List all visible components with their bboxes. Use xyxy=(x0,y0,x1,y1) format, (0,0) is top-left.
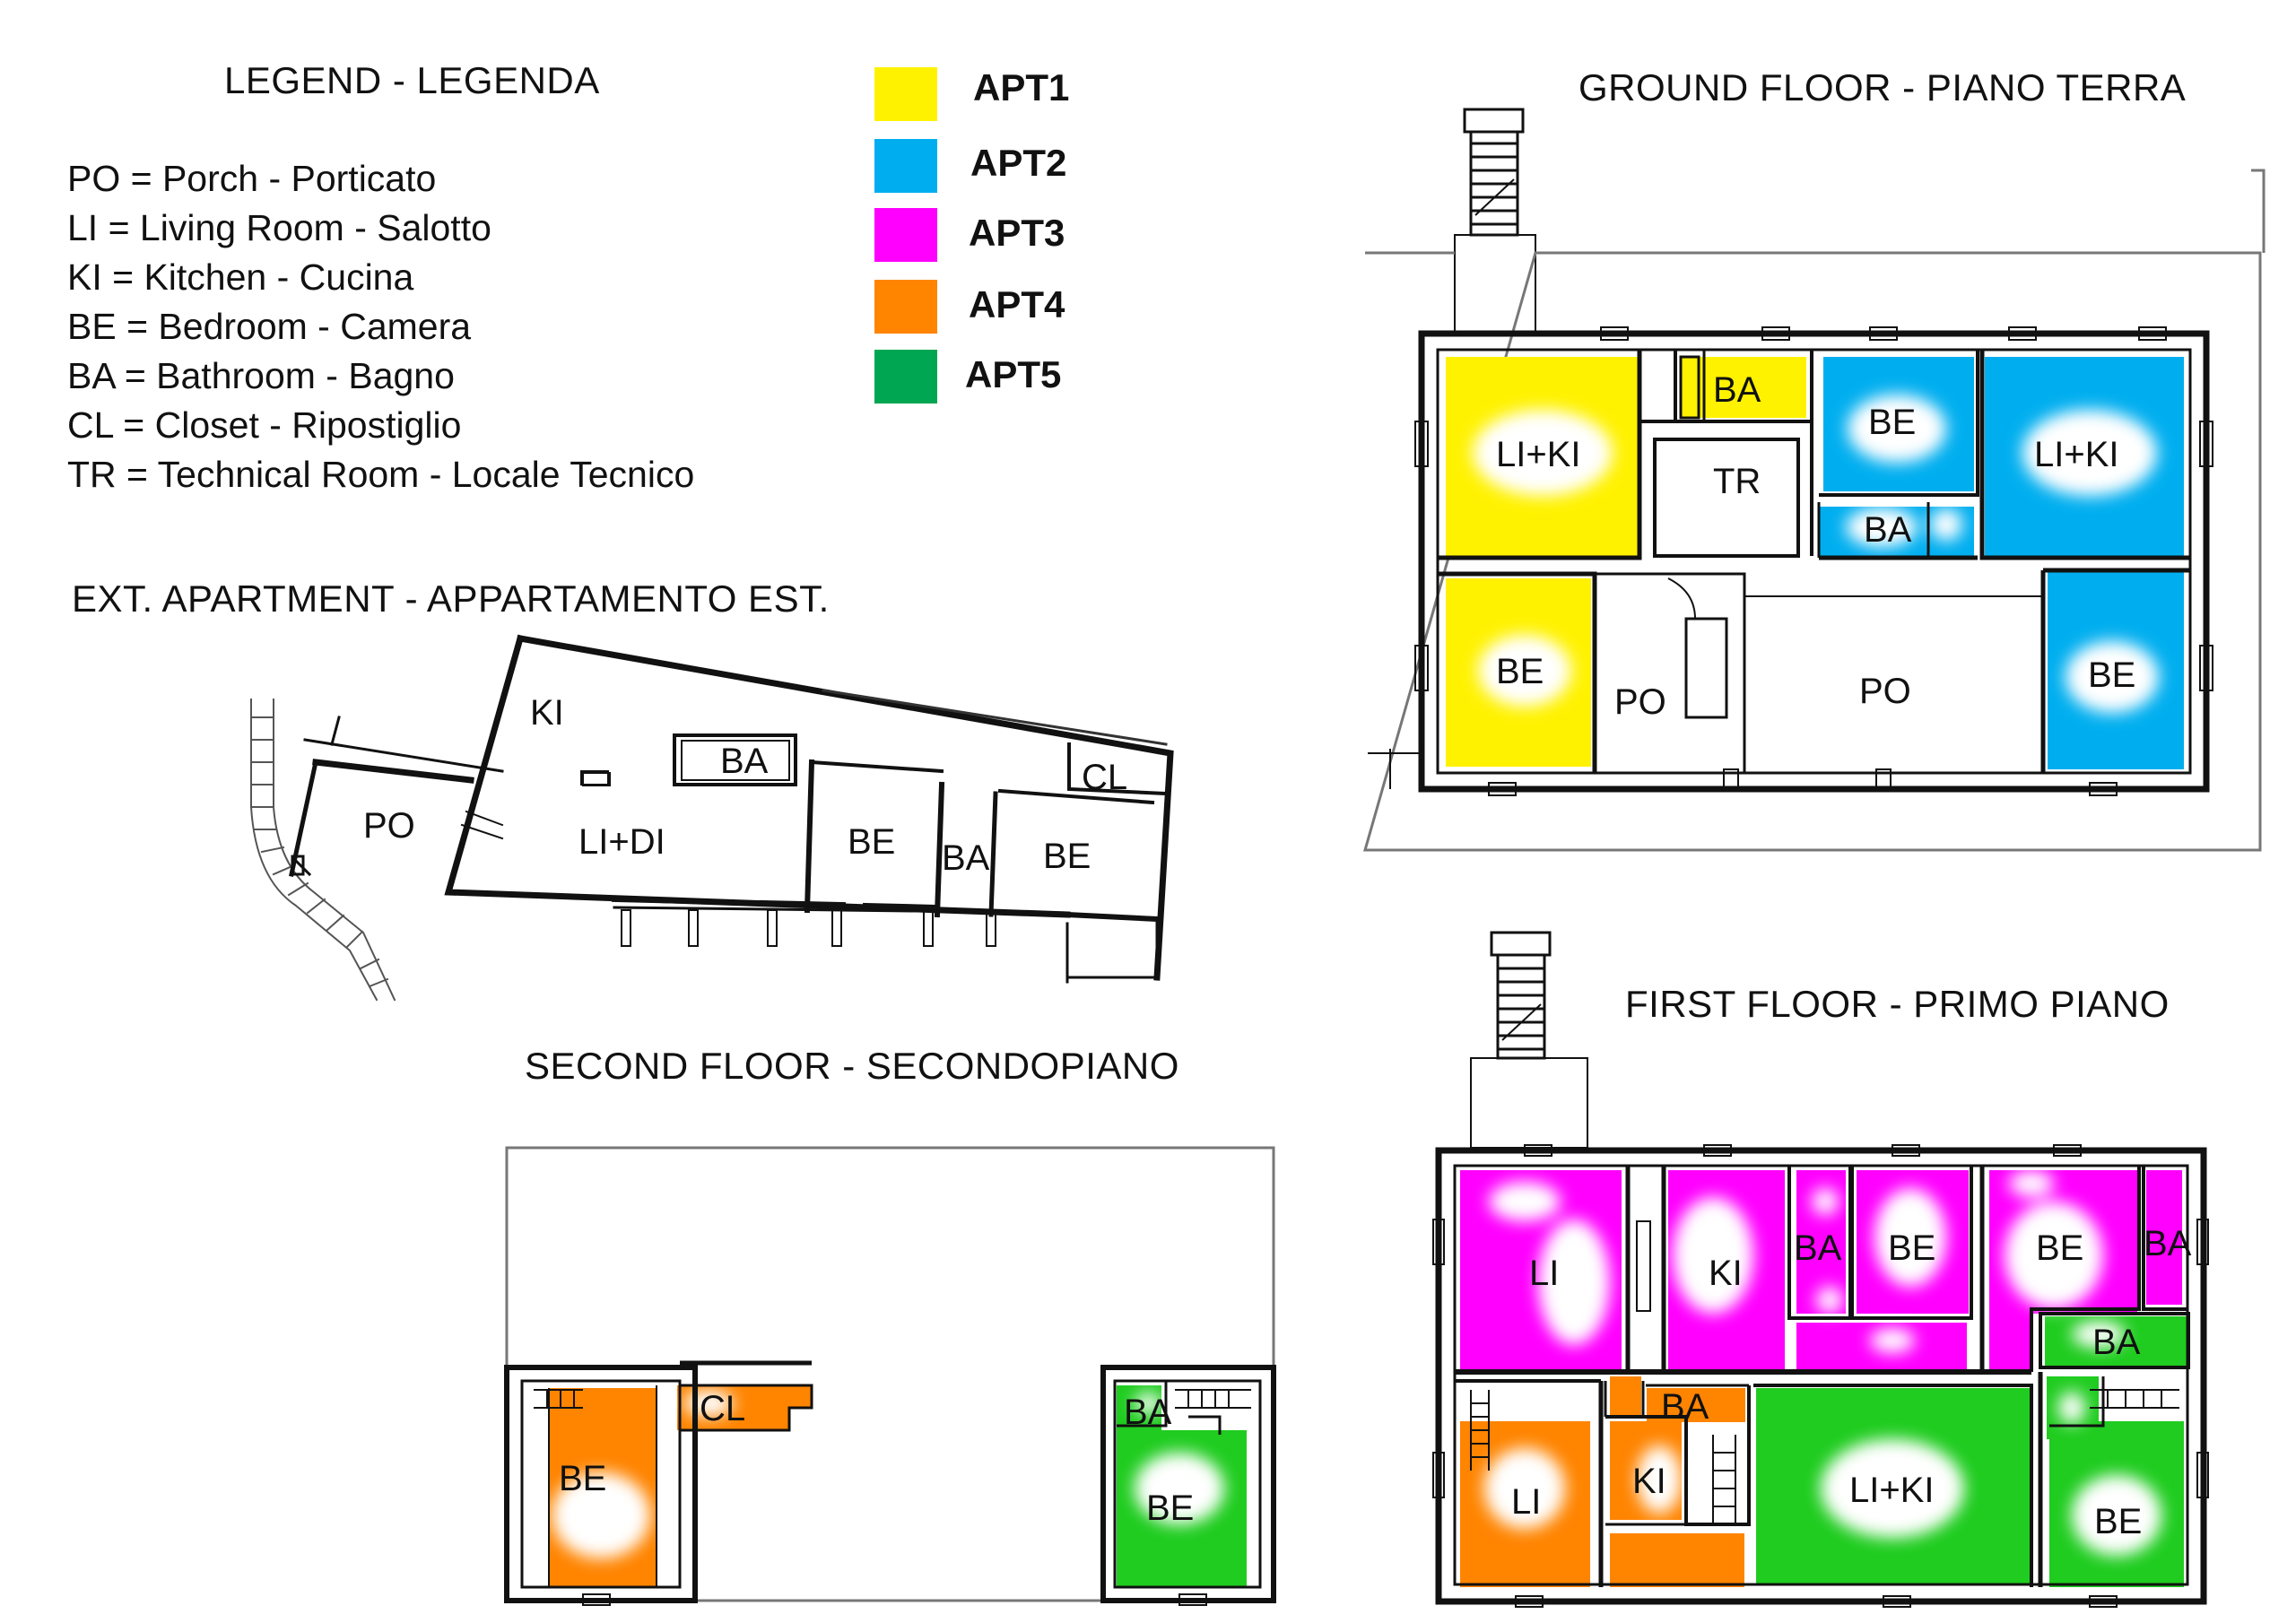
ext-room-labels: PO KI LI+DI BA BE BA BE CL xyxy=(363,693,1127,878)
apt5-label: APT5 xyxy=(965,353,1062,395)
ground-room-be2a: BE xyxy=(1868,403,1916,442)
second-room-ba5: BA xyxy=(1124,1393,1172,1432)
legend-item-cl: CL = Closet - Ripostiglio xyxy=(67,404,462,446)
apt4-label: APT4 xyxy=(969,283,1065,325)
ground-floor-plan xyxy=(1363,108,2266,852)
first-room-be3b: BE xyxy=(2036,1228,2083,1268)
first-room-labels: LI KI BA BE BE BA BA LI BA KI LI+KI BE xyxy=(1511,1224,2192,1541)
ext-fixture xyxy=(580,770,609,785)
second-walls xyxy=(504,1360,1276,1606)
apt4-swatch xyxy=(874,280,937,334)
ground-room-po2: PO xyxy=(1859,672,1911,711)
ground-room-li1: LI+KI xyxy=(1496,435,1581,474)
legend-item-tr: TR = Technical Room - Locale Tecnico xyxy=(67,454,695,495)
ext-room-ba: BA xyxy=(720,742,769,781)
first-room-ki3: KI xyxy=(1709,1254,1743,1293)
ground-room-labels: LI+KI BA TR BE BA LI+KI BE PO PO BE xyxy=(1496,370,2135,722)
ext-room-ba2: BA xyxy=(942,838,990,878)
ext-apartment-heading: EXT. APARTMENT - APPARTAMENTO EST. xyxy=(72,577,830,620)
ext-room-be1: BE xyxy=(848,822,895,862)
ground-room-li2: LI+KI xyxy=(2034,435,2119,474)
ground-room-ba1: BA xyxy=(1713,370,1761,410)
first-room-li3: LI xyxy=(1529,1254,1559,1293)
first-walls xyxy=(1432,1144,2209,1608)
second-room-cl4: CL xyxy=(700,1389,745,1428)
ext-staircase xyxy=(250,699,396,1002)
ground-room-ba2: BA xyxy=(1864,510,1912,550)
first-room-li5: LI+KI xyxy=(1849,1471,1935,1510)
ext-room-li: LI+DI xyxy=(578,822,665,862)
ground-room-po1: PO xyxy=(1614,682,1666,722)
ext-room-ki: KI xyxy=(530,693,564,733)
apt1-label: APT1 xyxy=(973,66,1070,108)
ext-room-cl: CL xyxy=(1082,758,1127,797)
legend-list: PO = Porch - Porticato LI = Living Room … xyxy=(67,154,694,499)
legend-item-li: LI = Living Room - Salotto xyxy=(67,207,491,248)
ground-chimney xyxy=(1454,108,1536,334)
first-room-be3a: BE xyxy=(1888,1228,1935,1268)
ext-apartment-plan xyxy=(250,634,1174,1002)
first-room-ba5: BA xyxy=(2092,1323,2141,1362)
first-room-ba4: BA xyxy=(1661,1387,1709,1427)
apt3-label: APT3 xyxy=(969,212,1065,254)
apt1-swatch xyxy=(874,67,937,121)
apt5-swatch xyxy=(874,350,937,404)
second-floor-heading: SECOND FLOOR - SECONDOPIANO xyxy=(525,1045,1179,1087)
first-room-ki4: KI xyxy=(1632,1462,1666,1501)
first-room-be5: BE xyxy=(2094,1502,2142,1541)
legend-item-po: PO = Porch - Porticato xyxy=(67,158,437,199)
legend-item-be: BE = Bedroom - Camera xyxy=(67,306,472,347)
second-room-labels: BE CL BA BE xyxy=(559,1389,1194,1528)
second-room-be5: BE xyxy=(1146,1488,1194,1528)
legend-title: LEGEND - LEGENDA xyxy=(224,59,600,101)
legend-item-ba: BA = Bathroom - Bagno xyxy=(67,355,455,396)
ext-room-be2: BE xyxy=(1043,837,1091,876)
first-room-ba3a: BA xyxy=(1794,1228,1842,1268)
ground-room-be2b: BE xyxy=(2088,655,2135,695)
apt2-swatch xyxy=(874,139,937,193)
first-room-ba3b: BA xyxy=(2144,1224,2192,1263)
first-floor-heading: FIRST FLOOR - PRIMO PIANO xyxy=(1625,983,2170,1025)
ground-walls xyxy=(1368,326,2213,796)
first-chimney xyxy=(1470,931,1588,1149)
ground-floor-heading: GROUND FLOOR - PIANO TERRA xyxy=(1578,66,2187,108)
legend-item-ki: KI = Kitchen - Cucina xyxy=(67,256,414,298)
first-floor-plan xyxy=(1432,931,2209,1608)
ext-room-po: PO xyxy=(363,806,415,846)
second-floor-plan xyxy=(504,1146,1276,1606)
apt2-label: APT2 xyxy=(970,142,1067,184)
second-room-be4: BE xyxy=(559,1459,606,1498)
ground-room-be1: BE xyxy=(1496,652,1544,691)
apt3-swatch xyxy=(874,208,937,262)
first-room-li4: LI xyxy=(1511,1482,1541,1522)
ground-room-tr: TR xyxy=(1713,462,1761,501)
